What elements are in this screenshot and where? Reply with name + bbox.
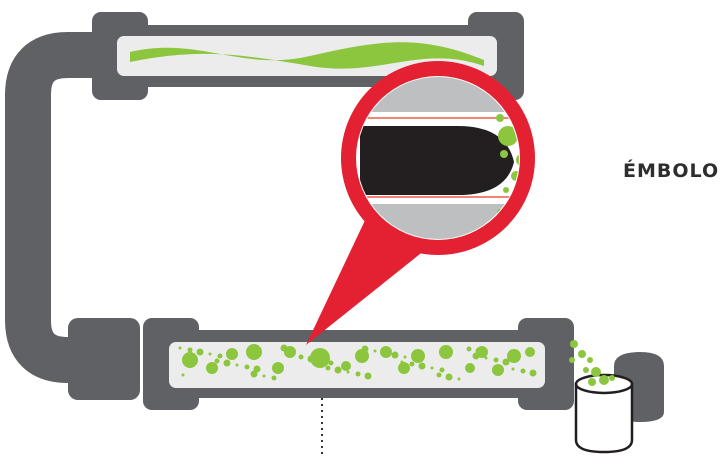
- spilled-pellet: [609, 375, 615, 381]
- pellet: [271, 375, 277, 381]
- lower-tube: [68, 318, 574, 410]
- pellet: [206, 362, 218, 374]
- pellet: [178, 346, 182, 350]
- pellet: [391, 351, 399, 359]
- pellet: [217, 353, 223, 359]
- spilled-pellet: [588, 378, 596, 386]
- pellet: [400, 360, 404, 364]
- pellet: [355, 349, 369, 363]
- pellet: [457, 377, 461, 381]
- pellet: [182, 352, 198, 368]
- pellet: [466, 346, 472, 352]
- filament-wave: [130, 42, 484, 69]
- pellet: [439, 367, 445, 373]
- pellet: [364, 372, 372, 380]
- plunger-label: ÉMBOLO: [623, 160, 720, 182]
- pellet: [246, 344, 262, 360]
- pellet: [334, 366, 342, 374]
- spilled-pellet: [583, 367, 589, 373]
- pellet: [398, 362, 410, 374]
- pellet: [355, 371, 361, 377]
- pellet: [341, 361, 351, 371]
- spilled-pellets: [569, 340, 615, 386]
- pellet: [181, 373, 185, 377]
- upper-tube: [92, 12, 524, 100]
- pellet: [520, 368, 526, 374]
- pellet: [235, 363, 239, 367]
- pellet: [289, 353, 293, 357]
- pellet: [223, 359, 231, 367]
- spilled-pellet: [569, 357, 575, 363]
- collection-bin-icon: [569, 340, 664, 454]
- pellet-cluster: [178, 344, 537, 381]
- pellet: [529, 369, 537, 377]
- pellet: [310, 348, 330, 368]
- pellet: [187, 347, 193, 353]
- pellet: [502, 358, 510, 366]
- pellet: [272, 362, 284, 374]
- spilled-pellet: [599, 375, 609, 385]
- pellet: [280, 344, 288, 352]
- pellet: [319, 359, 323, 363]
- pellet: [492, 364, 504, 376]
- pellet: [403, 355, 407, 359]
- pellet: [409, 361, 415, 367]
- pellet: [292, 348, 296, 352]
- pellet: [325, 365, 331, 371]
- pellet: [244, 364, 250, 370]
- pellet: [307, 355, 315, 363]
- pellet: [253, 365, 261, 373]
- pellet: [475, 347, 483, 355]
- spilled-pellet: [591, 367, 601, 377]
- pellet: [418, 362, 426, 370]
- pellet: [373, 349, 377, 353]
- pellet: [328, 360, 334, 366]
- magnified-pellet: [498, 126, 518, 146]
- pellet: [411, 349, 425, 363]
- magnified-pellet: [496, 114, 504, 122]
- pellet: [226, 348, 238, 360]
- magnified-pellet: [515, 219, 519, 225]
- magnified-pellet: [503, 187, 509, 193]
- pellet: [439, 345, 453, 359]
- pellet: [298, 354, 304, 360]
- pellet: [436, 372, 442, 378]
- return-pipe: [5, 32, 100, 383]
- magnified-pellet: [500, 150, 508, 158]
- pellet: [465, 363, 475, 373]
- pellet: [196, 348, 204, 356]
- pellet: [445, 373, 453, 381]
- pellet: [430, 366, 434, 370]
- pellet: [346, 370, 350, 374]
- magnified-pellet: [522, 206, 530, 214]
- spilled-pellet: [587, 357, 593, 363]
- plunger-icon: [360, 126, 514, 195]
- pellet: [511, 367, 515, 371]
- pellet: [382, 350, 388, 356]
- pellet: [493, 357, 499, 363]
- pellet: [525, 347, 535, 357]
- spilled-pellet: [578, 350, 586, 358]
- pellet: [214, 358, 220, 364]
- pellet: [262, 374, 266, 378]
- magnifier-callout: [306, 61, 535, 345]
- pellet: [208, 352, 212, 356]
- pellet: [361, 345, 369, 353]
- spilled-pellet: [570, 340, 578, 348]
- pellet: [484, 356, 488, 360]
- pellet: [507, 349, 521, 363]
